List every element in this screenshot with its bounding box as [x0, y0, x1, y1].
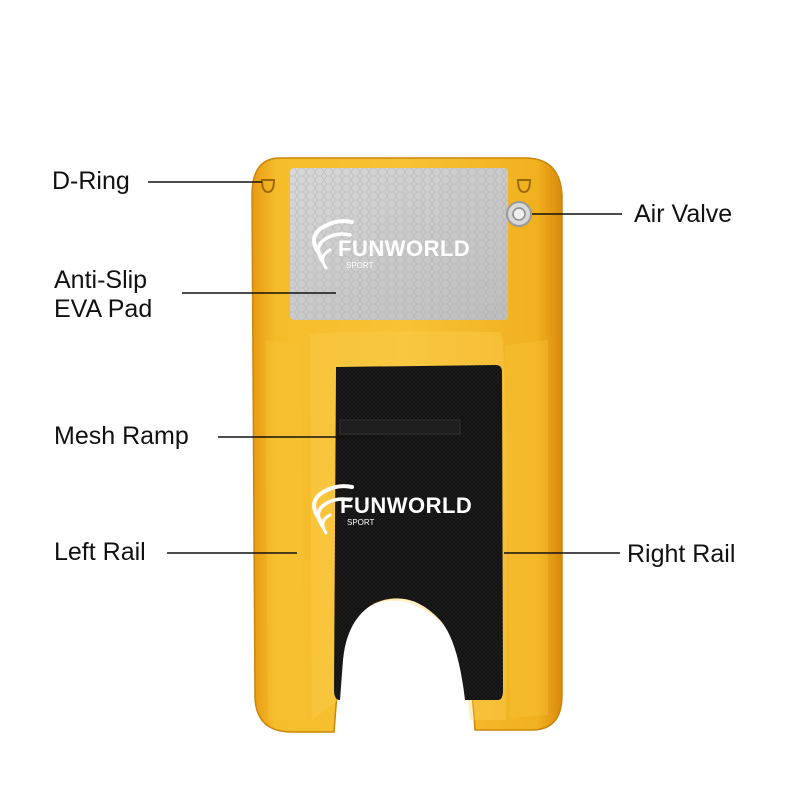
mesh-ramp — [334, 365, 503, 700]
label-anti-slip-eva-pad: Anti-Slip EVA Pad — [54, 266, 152, 324]
label-left-rail: Left Rail — [54, 538, 146, 567]
brand-logo-top: FUNWORLD SPORT — [312, 219, 470, 270]
label-d-ring: D-Ring — [52, 167, 130, 196]
d-ring-icon — [260, 179, 532, 194]
brand-name-bottom: FUNWORLD — [340, 493, 472, 518]
label-anti-slip-line1: Anti-Slip — [54, 266, 148, 294]
brand-tagline-bottom: SPORT — [347, 518, 375, 527]
label-mesh-ramp: Mesh Ramp — [54, 422, 189, 451]
label-air-valve: Air Valve — [634, 200, 732, 229]
left-rail — [265, 340, 305, 720]
label-right-rail-text: Right Rail — [627, 540, 736, 568]
brand-tagline-top: SPORT — [346, 261, 374, 270]
label-left-rail-text: Left Rail — [54, 538, 146, 566]
right-rail — [505, 340, 548, 718]
leader-lines — [148, 181, 622, 554]
brand-logo-bottom: FUNWORLD SPORT — [312, 484, 472, 535]
mesh-pocket — [339, 419, 461, 435]
label-mesh-ramp-text: Mesh Ramp — [54, 422, 189, 450]
label-d-ring-text: D-Ring — [52, 167, 130, 195]
brand-name-top: FUNWORLD — [338, 236, 470, 261]
label-anti-slip-line2: EVA Pad — [54, 295, 153, 323]
label-right-rail: Right Rail — [627, 540, 735, 569]
air-valve-icon — [506, 201, 532, 227]
label-air-valve-text: Air Valve — [634, 200, 733, 228]
